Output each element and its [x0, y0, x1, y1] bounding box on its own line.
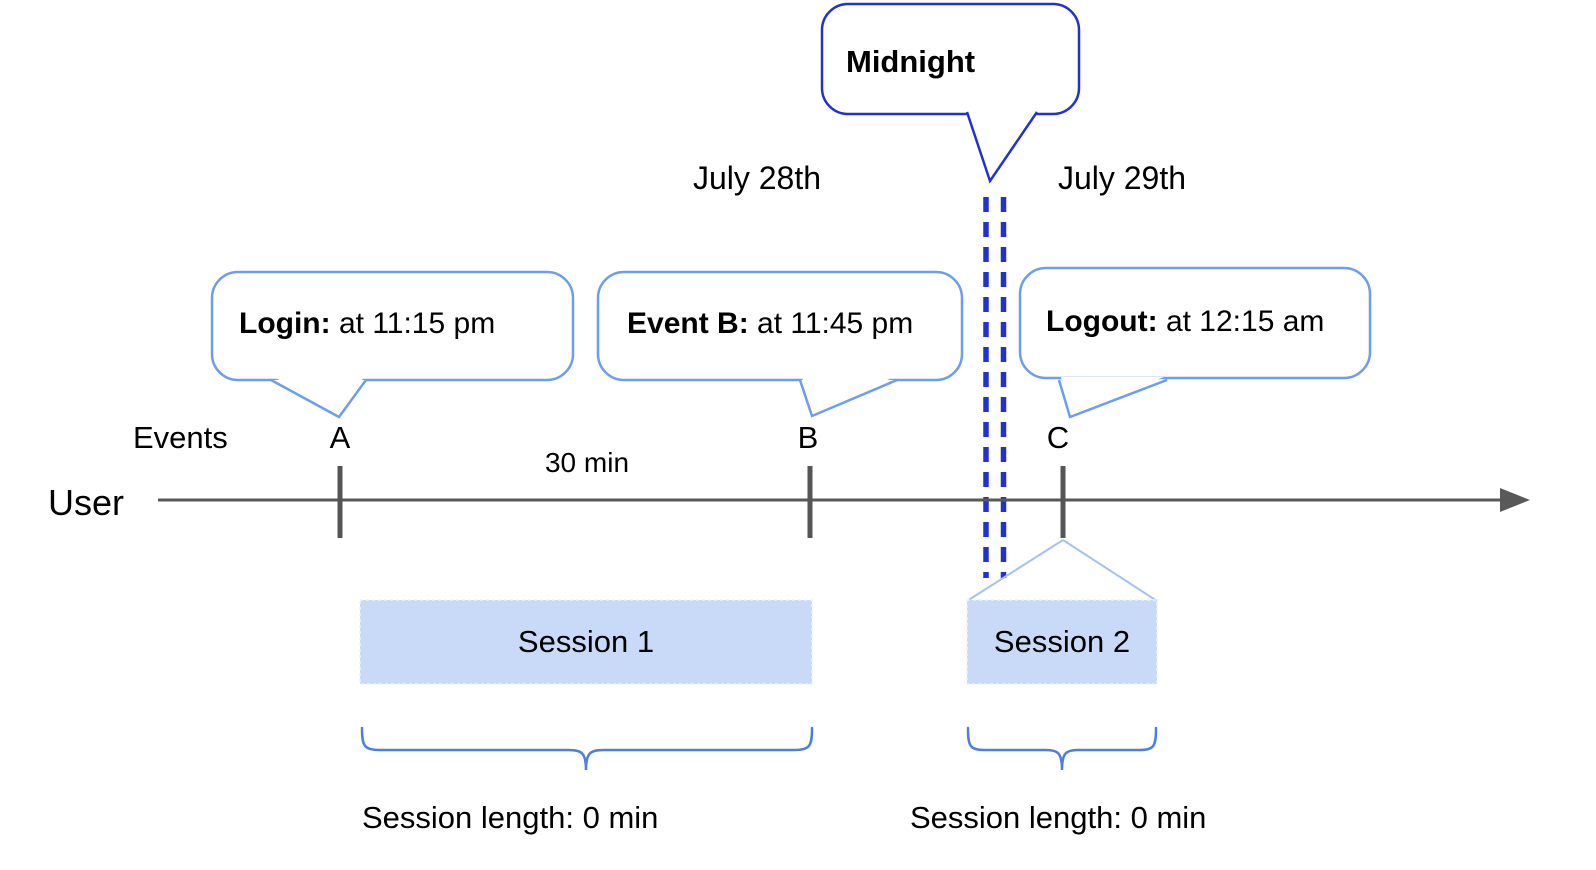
- user-row-label: User: [48, 482, 125, 523]
- day-label-july-28: July 28th: [692, 160, 822, 196]
- interval-label-30min: 30 min: [544, 447, 630, 478]
- login-callout-detail: at 11:15 pm: [330, 307, 496, 340]
- logout-callout-tail-outline: [1057, 378, 1168, 419]
- eventb-callout-bubble: [596, 270, 964, 382]
- midnight-callout-bubble: [820, 2, 1081, 116]
- login-callout-text: Login: at 11:15 pm: [239, 307, 495, 341]
- session1-box: [359, 599, 813, 685]
- day-label-july-29: July 29th: [1057, 160, 1187, 196]
- events-row-label: Events: [133, 420, 228, 455]
- login-callout-label: Login:: [239, 307, 331, 340]
- eventb-callout-detail: at 11:45 pm: [748, 307, 914, 340]
- event-label-a: A: [329, 420, 351, 455]
- session2-box: [966, 599, 1158, 685]
- eventb-callout-tail-outline: [798, 378, 898, 418]
- session1-brace: [360, 726, 814, 771]
- login-callout-bubble: [210, 270, 575, 382]
- logout-callout-bubble: [1018, 266, 1372, 380]
- event-label-c: C: [1046, 420, 1070, 455]
- logout-callout-detail: at 12:15 am: [1157, 305, 1325, 338]
- session2-expansion-line-right: [1062, 539, 1158, 602]
- login-callout-tail-outline: [270, 378, 368, 419]
- event-label-b: B: [797, 420, 819, 455]
- session2-name: Session 2: [993, 624, 1131, 659]
- logout-callout-label: Logout:: [1046, 305, 1158, 338]
- session2-length-label: Session length: 0 min: [910, 800, 1207, 835]
- session2-expansion-line-left: [966, 539, 1064, 602]
- session1-name: Session 1: [517, 624, 655, 659]
- logout-callout-text: Logout: at 12:15 am: [1046, 305, 1324, 339]
- midnight-callout-tail-outline: [965, 111, 1039, 184]
- eventb-callout-label: Event B:: [627, 307, 749, 340]
- timeline-arrowhead-icon: [1500, 488, 1530, 512]
- session1-length-label: Session length: 0 min: [362, 800, 659, 835]
- midnight-label: Midnight: [846, 44, 976, 79]
- session2-brace: [966, 726, 1158, 771]
- eventb-callout-text: Event B: at 11:45 pm: [627, 307, 913, 341]
